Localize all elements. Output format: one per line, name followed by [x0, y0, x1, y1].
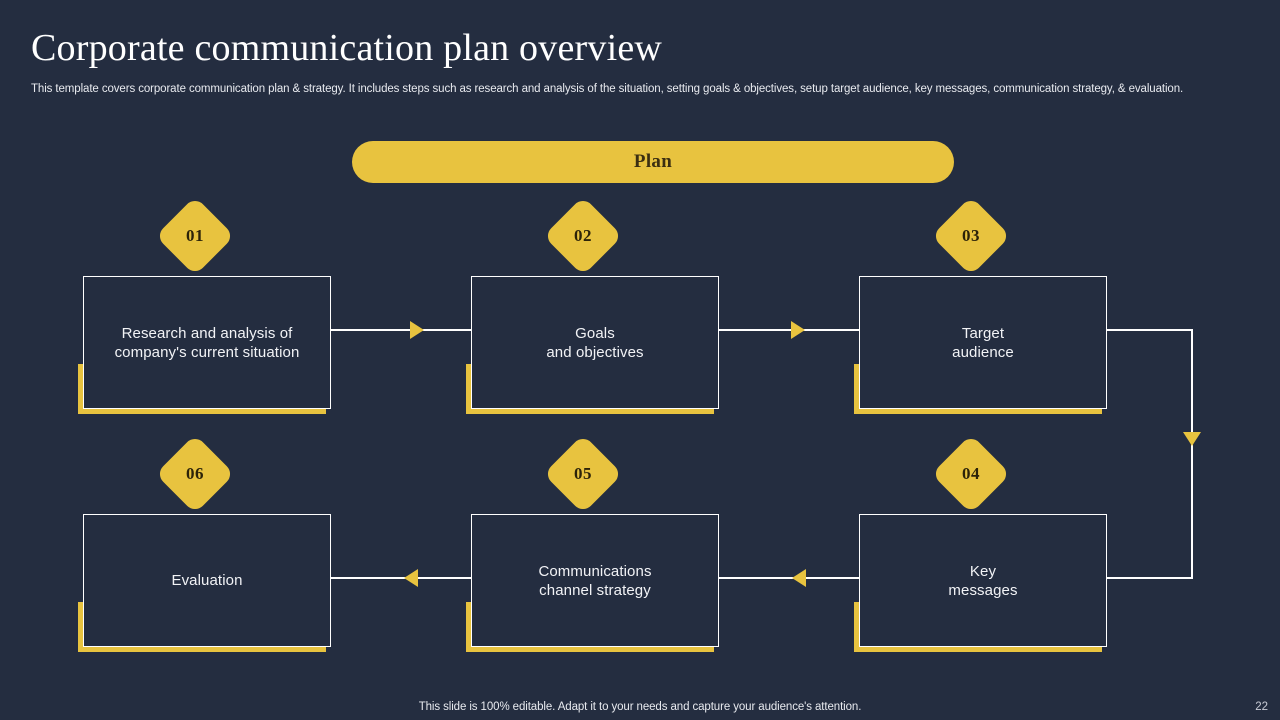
arrow-03-to-04-icon [1183, 432, 1201, 446]
arrow-02-to-03-icon [791, 321, 805, 339]
step-badge-03: 03 [931, 196, 1011, 276]
footer-note: This slide is 100% editable. Adapt it to… [418, 701, 862, 713]
step-number-04: 04 [962, 464, 980, 483]
step-number-05: 05 [574, 464, 592, 483]
connector-02-to-03 [719, 329, 860, 331]
step-label-06: Evaluation [171, 572, 243, 589]
step-card-01[interactable]: Research and analysis of company's curre… [78, 196, 331, 414]
step-number-06: 06 [186, 464, 204, 483]
step-badge-01: 01 [155, 196, 235, 276]
step-number-03: 03 [962, 226, 980, 245]
step-card-body-01[interactable]: Research and analysis of company's curre… [83, 276, 331, 409]
connector-05-to-06 [331, 577, 472, 579]
arrow-01-to-02-icon [410, 321, 424, 339]
step-card-06[interactable]: Evaluation 06 [78, 434, 331, 652]
step-badge-02: 02 [543, 196, 623, 276]
plan-banner-label: Plan [633, 151, 673, 172]
arrow-04-to-05-icon [792, 569, 806, 587]
step-badge-05: 05 [543, 434, 623, 514]
step-badge-06: 06 [155, 434, 235, 514]
step-label-01: Research and analysis of company's curre… [114, 324, 300, 361]
step-number-02: 02 [574, 226, 592, 245]
step-card-body-06[interactable]: Evaluation [83, 514, 331, 647]
arrow-05-to-06-icon [404, 569, 418, 587]
plan-banner[interactable]: Plan [352, 141, 954, 183]
step-number-01: 01 [186, 226, 204, 245]
page-number: 22 [1255, 701, 1268, 713]
page-title: Corporate communication plan overview [31, 27, 663, 69]
page-subtitle: This template covers corporate communica… [31, 83, 1184, 95]
connector-01-to-02 [331, 329, 472, 331]
connector-03-to-wrap [1107, 329, 1192, 331]
step-badge-04: 04 [931, 434, 1011, 514]
connector-wrap-vertical [1191, 329, 1193, 579]
connector-04-to-05 [719, 577, 860, 579]
connector-wrap-to-04 [1107, 577, 1192, 579]
